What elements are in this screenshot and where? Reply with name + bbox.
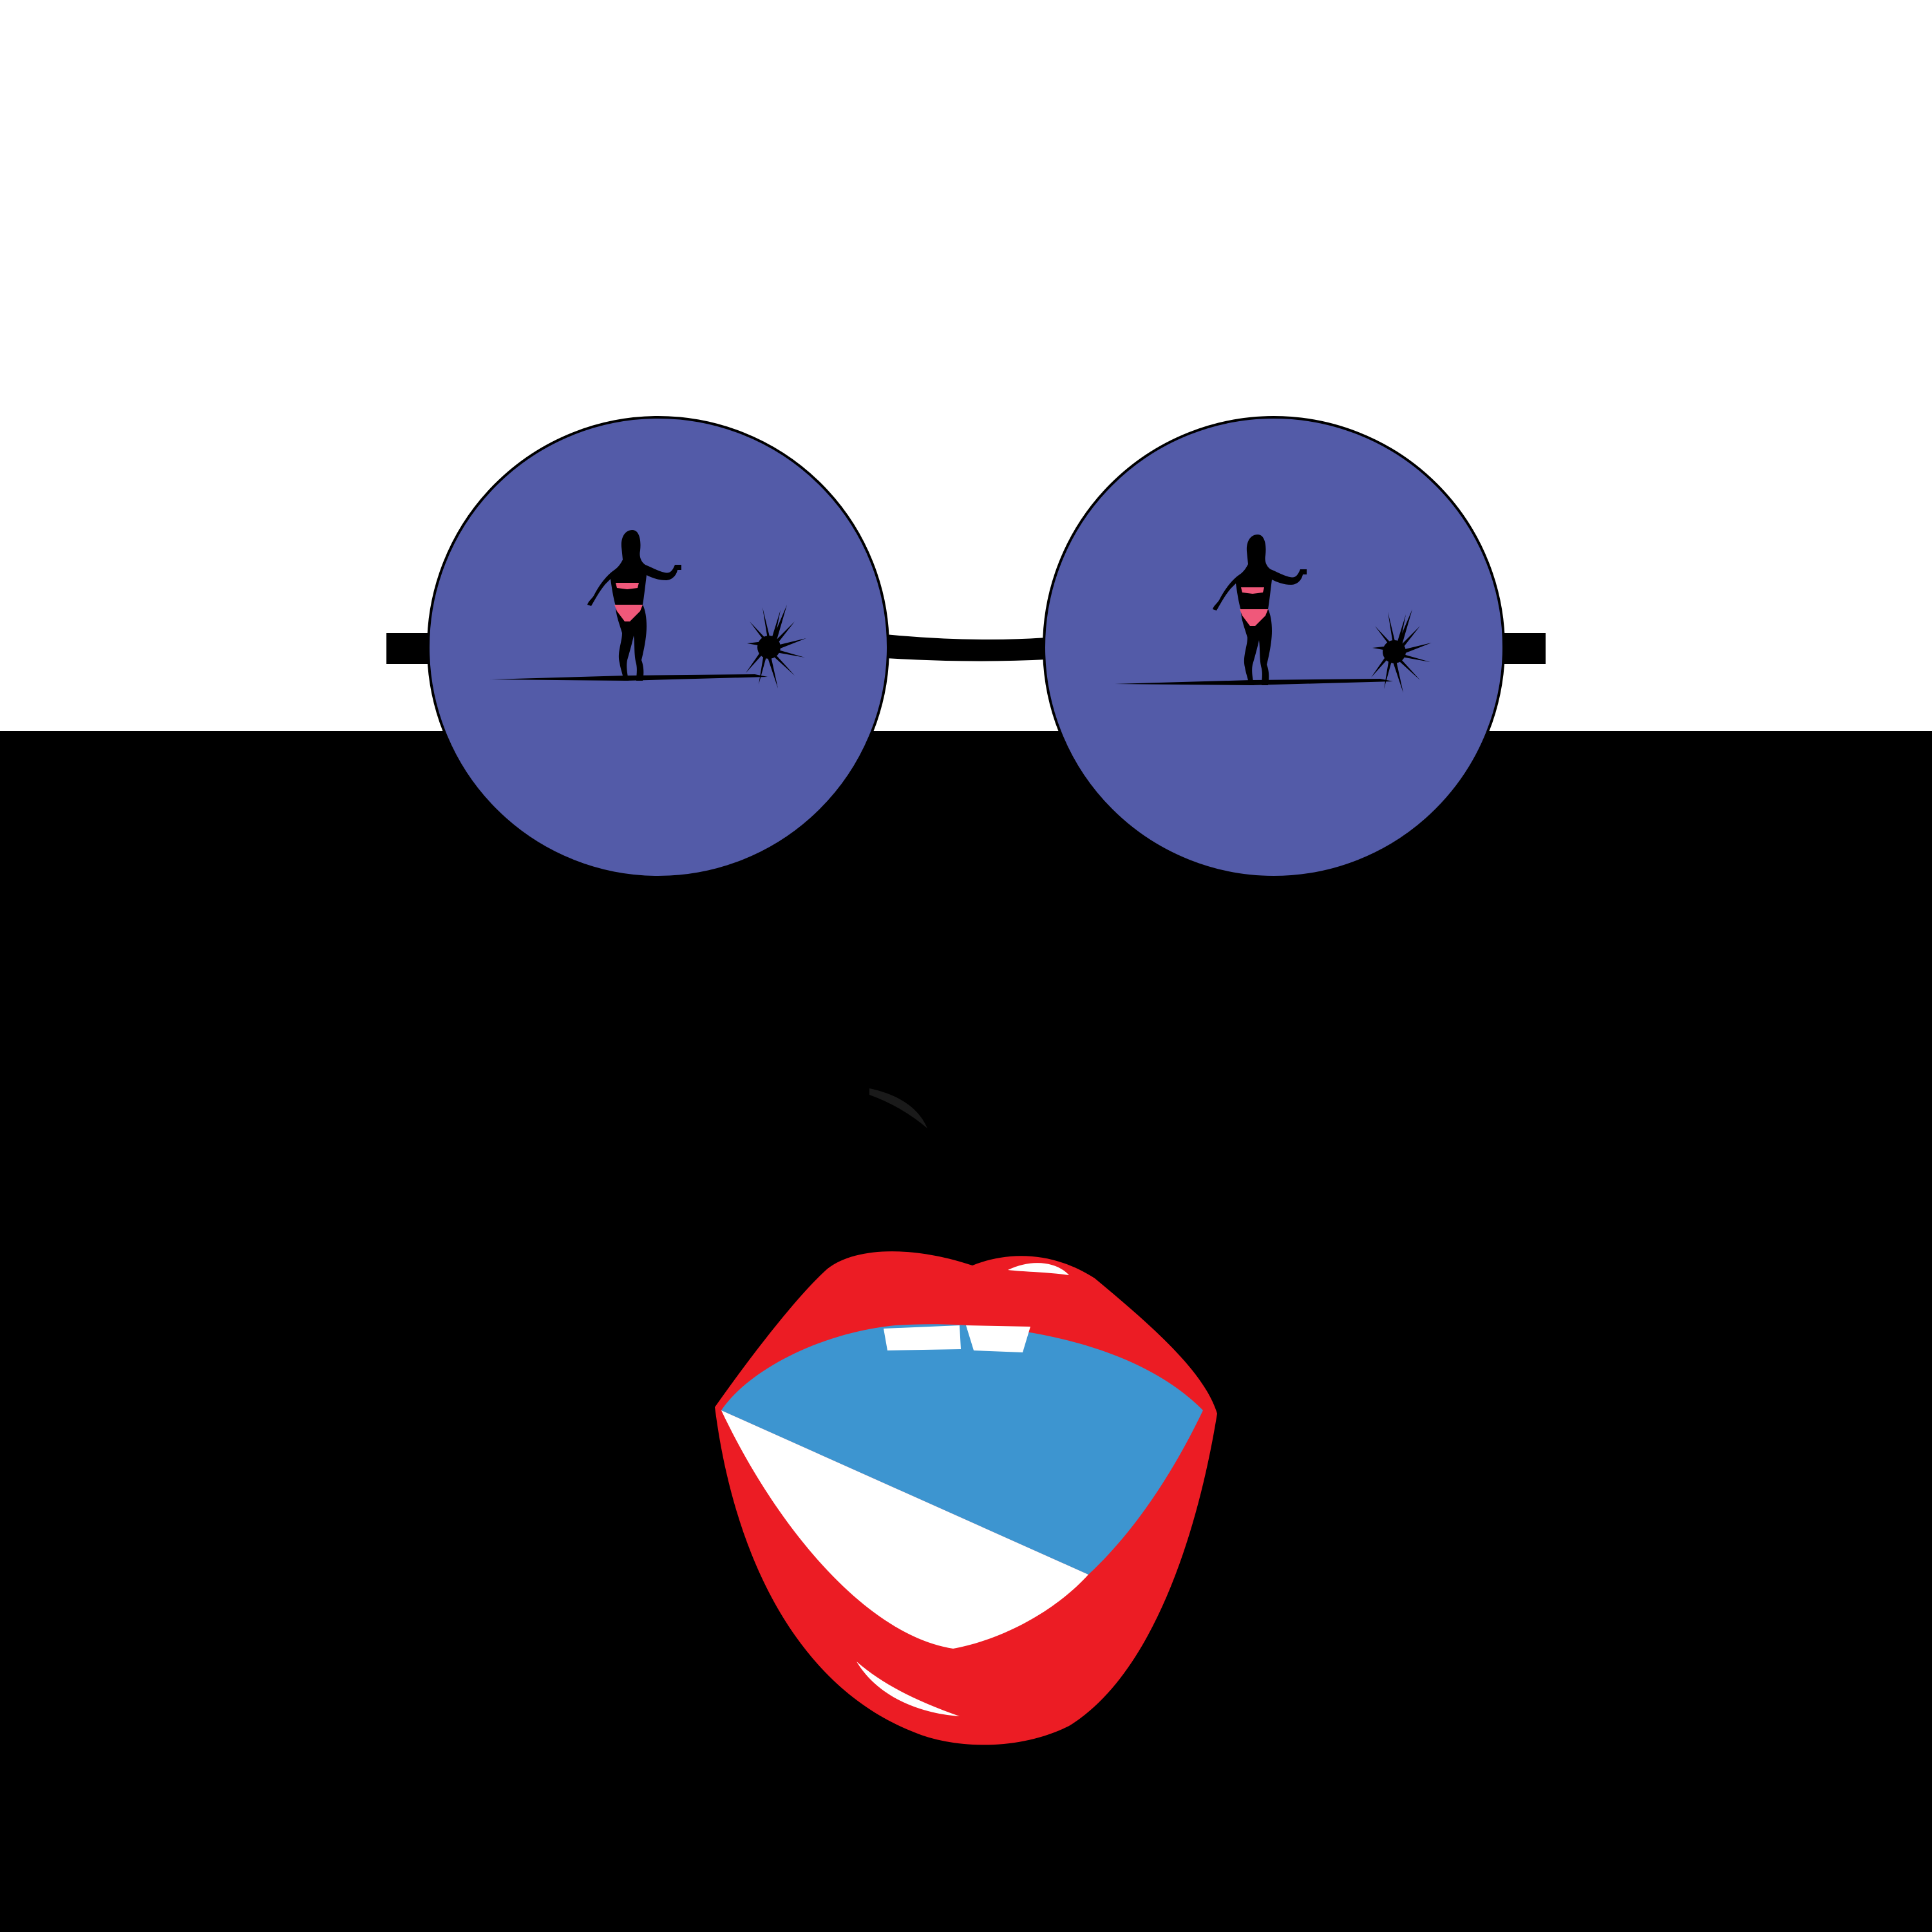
sunglasses — [386, 416, 1546, 878]
nose-bridge — [886, 634, 1046, 661]
upper-teeth — [884, 1325, 1030, 1352]
open-mouth — [715, 1251, 1217, 1745]
nostril-shadow — [869, 1088, 927, 1128]
sky-background — [0, 0, 1932, 731]
left-lens — [427, 416, 889, 878]
tongue — [721, 1324, 1203, 1575]
upper-lip-highlight — [1008, 1263, 1069, 1275]
lower-teeth — [721, 1410, 1088, 1649]
right-lens — [1043, 416, 1505, 878]
